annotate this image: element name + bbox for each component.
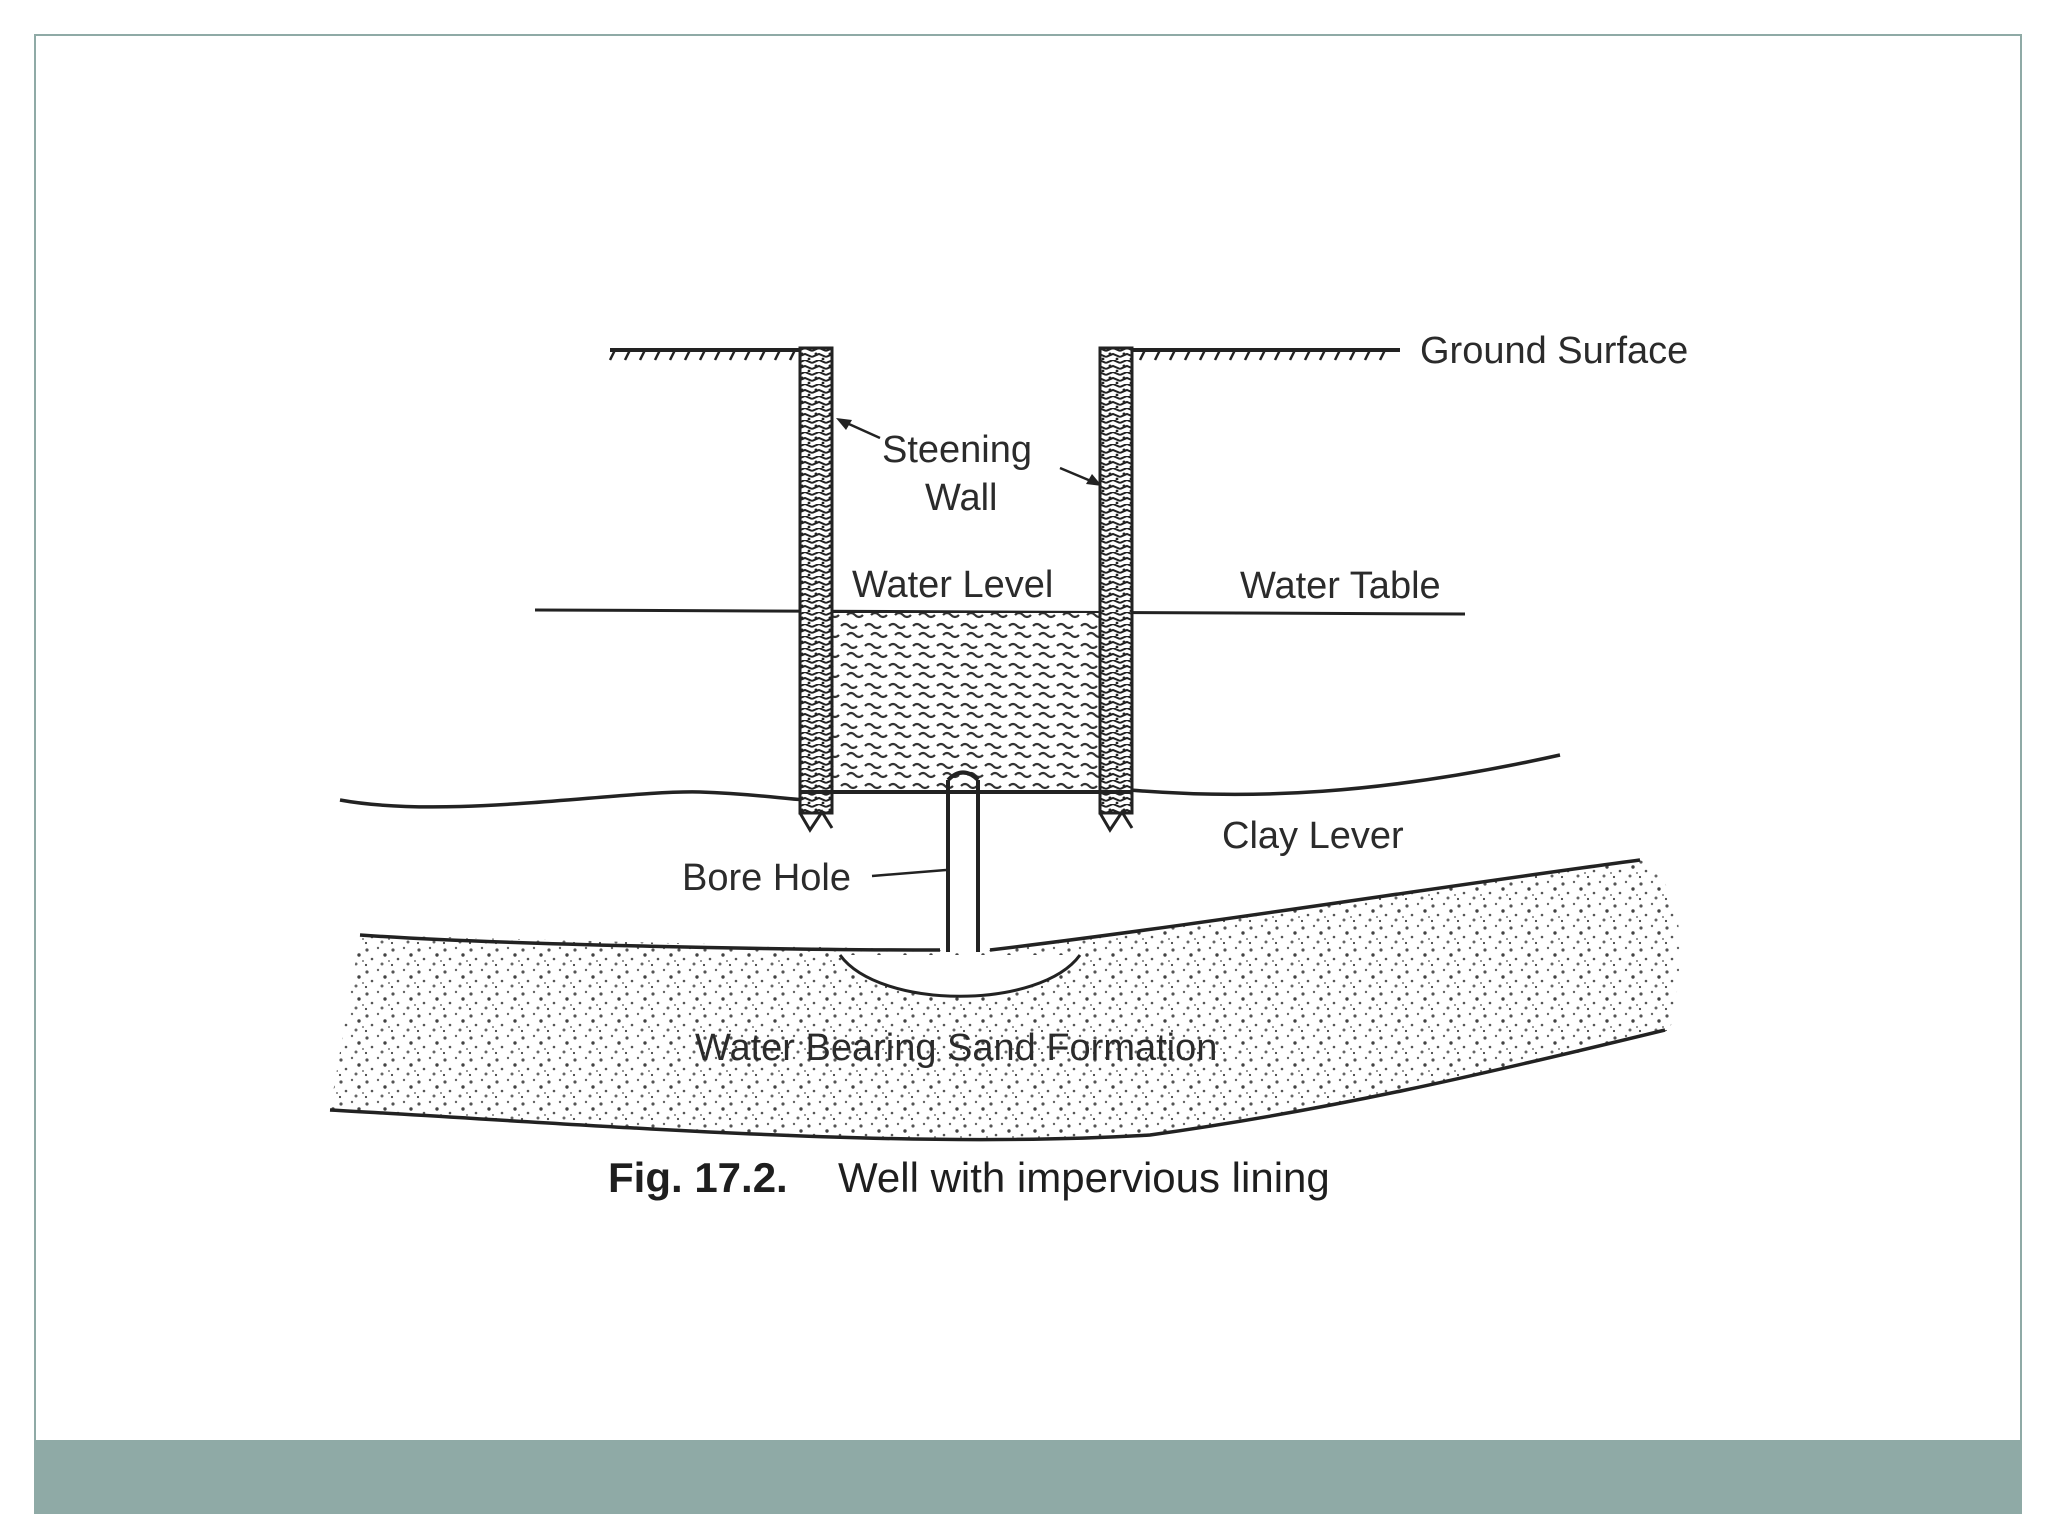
sand-bottom-boundary bbox=[329, 1028, 1666, 1142]
label-clay-layer: Clay Lever bbox=[1222, 815, 1404, 857]
ground-hatch-left bbox=[608, 349, 797, 361]
bore-hole-leader bbox=[871, 868, 947, 878]
wall-curb-left bbox=[798, 809, 834, 833]
bore-hole bbox=[948, 795, 978, 953]
steening-arrowhead-left bbox=[836, 418, 852, 430]
wall-curb-right bbox=[1098, 809, 1134, 833]
bore-hole-top-cap bbox=[946, 770, 980, 782]
steening-wall-right bbox=[1098, 346, 1134, 815]
label-steening-line2: Wall bbox=[925, 477, 997, 519]
label-steening-line1: Steening bbox=[882, 429, 1032, 471]
steening-wall-left bbox=[798, 346, 834, 815]
label-water-level: Water Level bbox=[852, 564, 1053, 606]
sand-formation-layer bbox=[330, 860, 1680, 1141]
steening-arrowhead-right bbox=[1086, 474, 1102, 486]
footer-band bbox=[34, 1440, 2022, 1512]
sand-top-boundary-left bbox=[359, 933, 941, 952]
clay-top-boundary bbox=[339, 790, 811, 809]
caption-text: Well with impervious lining bbox=[838, 1154, 1330, 1201]
cavity-dome bbox=[838, 954, 1082, 998]
label-bore-hole: Bore Hole bbox=[682, 857, 851, 899]
label-sand-formation: Water Bearing Sand Formation bbox=[695, 1027, 1217, 1069]
label-ground-surface: Ground Surface bbox=[1420, 330, 1688, 372]
label-water-table: Water Table bbox=[1240, 565, 1441, 607]
caption-number: Fig. 17.2. bbox=[608, 1154, 788, 1201]
sand-top-boundary-right bbox=[989, 858, 1641, 952]
clay-top-boundary-right bbox=[1129, 753, 1561, 797]
well-water bbox=[831, 611, 1101, 793]
